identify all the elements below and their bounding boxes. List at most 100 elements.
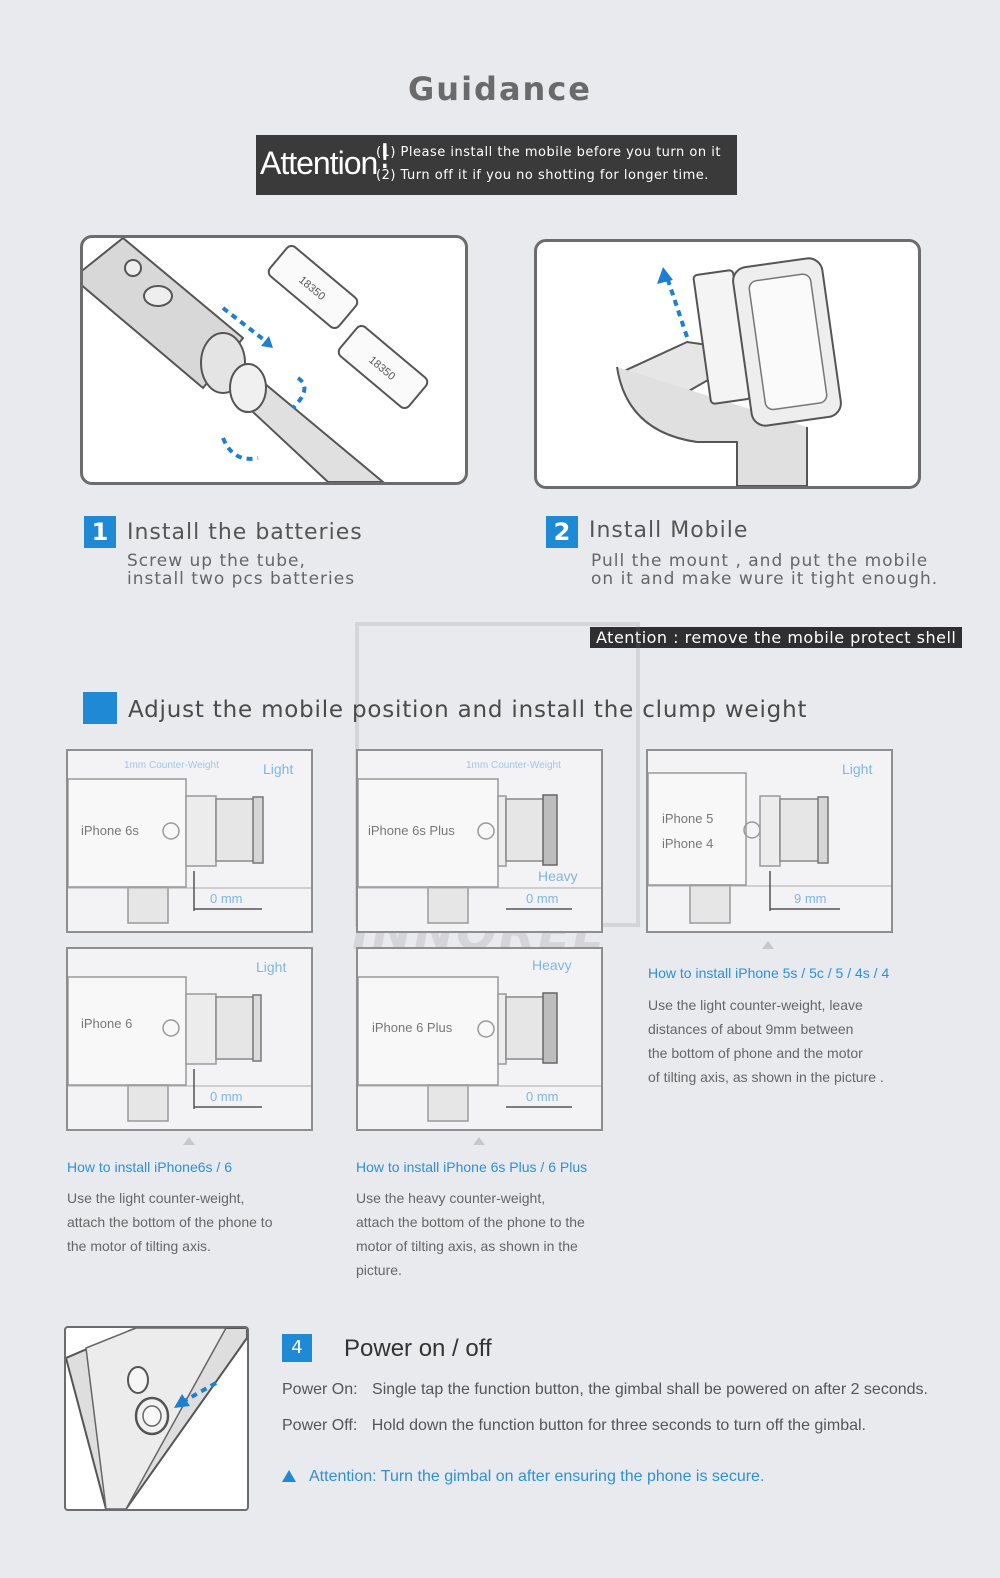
step-4-title: Power on / off — [344, 1335, 492, 1362]
battery-illustration: 18350 18350 — [83, 238, 429, 482]
caption-line: motor of tilting axis, as shown in the — [356, 1238, 578, 1254]
counter-weight-graphic — [252, 796, 264, 864]
mobile-illustration-panel — [534, 239, 921, 489]
step-1-title: Install the batteries — [127, 520, 363, 545]
battery-illustration-panel: 18350 18350 — [80, 235, 468, 485]
gimbal-handle-graphic — [83, 238, 385, 482]
motor-graphic — [505, 798, 547, 862]
phone-model-label: iPhone 6s — [81, 823, 139, 838]
weight-label: Heavy — [538, 868, 578, 884]
pull-arrow-line — [665, 276, 689, 338]
phone-model-label: iPhone 6 Plus — [372, 1020, 453, 1035]
power-off-text: Hold down the function button for three … — [371, 1417, 866, 1434]
distance-label: 0 mm — [526, 891, 559, 906]
press-arrow-line — [185, 1381, 217, 1402]
attention-line-2: (2) Turn off it if you no shotting for l… — [376, 168, 709, 183]
caption-iphone-6s-title: How to install iPhone6s / 6 — [67, 1159, 232, 1175]
step-2-title: Install Mobile — [589, 518, 749, 543]
caption-iphone-6s-plus-text: Use the heavy counter-weight, attach the… — [356, 1186, 585, 1282]
up-arrow-icon — [473, 1137, 485, 1145]
phone-body-graphic — [358, 778, 499, 888]
distance-label: 0 mm — [210, 1089, 243, 1104]
step-2-badge: 2 — [546, 516, 578, 548]
caption-line: attach the bottom of the phone to — [67, 1214, 273, 1230]
attention-exclamation: ! — [378, 137, 392, 177]
motor-graphic — [779, 798, 821, 862]
home-button-icon — [477, 1020, 495, 1038]
distance-label: 0 mm — [210, 891, 243, 906]
caption-line: Use the light counter-weight, — [67, 1190, 245, 1206]
caption-line: picture. — [356, 1262, 402, 1278]
attention-box: Attention ! (1) Please install the mobil… — [256, 135, 737, 195]
step-4-badge: 4 — [282, 1334, 312, 1362]
battery-1-graphic: 18350 — [267, 244, 359, 330]
caption-line: the bottom of phone and the motor — [648, 1045, 863, 1061]
rotate-arrow-icon — [221, 437, 259, 461]
up-arrow-icon — [183, 1137, 195, 1145]
power-on-row: Power On: Single tap the function button… — [282, 1381, 928, 1399]
counter-weight-label: 1mm Counter-Weight — [466, 760, 561, 771]
caption-iphone-5-title: How to install iPhone 5s / 5c / 5 / 4s /… — [648, 965, 890, 981]
page-title: Guidance — [408, 70, 592, 108]
screw-arrow-line — [291, 376, 307, 410]
motor-graphic — [505, 996, 547, 1060]
phone-model-label-1: iPhone 5 — [662, 811, 713, 826]
gimbal-mount-graphic — [616, 257, 842, 486]
home-button-icon — [162, 822, 180, 840]
phone-body-graphic — [68, 976, 187, 1086]
weight-label: Light — [256, 959, 286, 975]
home-button-icon — [477, 822, 495, 840]
insert-arrow-icon — [261, 336, 273, 348]
power-on-label: Power On: — [282, 1381, 358, 1398]
power-on-text: Single tap the function button, the gimb… — [372, 1381, 928, 1398]
insert-arrow-line — [221, 306, 270, 345]
small-button-icon — [127, 1366, 149, 1394]
caption-line: of tilting axis, as shown in the picture… — [648, 1069, 884, 1085]
power-off-label: Power Off: — [282, 1417, 358, 1434]
attention-line-1: (1) Please install the mobile before you… — [376, 145, 721, 160]
distance-label: 9 mm — [794, 891, 827, 906]
caption-line: Use the heavy counter-weight, — [356, 1190, 546, 1206]
section-3-title: Adjust the mobile position and install t… — [128, 697, 808, 723]
caption-line: Use the light counter-weight, leave — [648, 997, 863, 1013]
pull-arrow-icon — [657, 267, 673, 284]
diagram-iphone-5-4: iPhone 5 iPhone 4 Light 9 mm — [646, 749, 893, 933]
phone-model-label: iPhone 6s Plus — [368, 823, 455, 838]
counter-weight-graphic — [542, 992, 558, 1064]
distance-label: 0 mm — [526, 1089, 559, 1104]
diagram-iphone-6-plus: iPhone 6 Plus Heavy 0 mm — [356, 947, 603, 1131]
caption-iphone-6s-text: Use the light counter-weight, attach the… — [67, 1186, 272, 1258]
section-3-badge — [83, 692, 117, 724]
counter-weight-graphic — [252, 994, 262, 1062]
diagram-iphone-6: iPhone 6 Light 0 mm — [66, 947, 313, 1131]
step-1-badge: 1 — [84, 516, 116, 548]
step-1-description: Screw up the tube, install two pcs batte… — [127, 551, 356, 589]
power-off-row: Power Off: Hold down the function button… — [282, 1417, 866, 1435]
step-4-attention: Attention: Turn the gimbal on after ensu… — [309, 1468, 765, 1485]
motor-graphic — [215, 996, 257, 1060]
phone-body-graphic — [68, 778, 187, 888]
caption-line: distances of about 9mm between — [648, 1021, 854, 1037]
weight-label: Light — [263, 761, 293, 777]
home-button-icon — [162, 1019, 180, 1037]
counter-weight-graphic — [817, 796, 829, 864]
attention-word: Attention — [260, 145, 378, 181]
up-arrow-icon — [762, 941, 774, 949]
counter-weight-label: 1mm Counter-Weight — [124, 760, 219, 771]
phone-model-label-2: iPhone 4 — [662, 836, 713, 851]
power-illustration-panel — [64, 1326, 249, 1511]
caption-line: attach the bottom of the phone to the — [356, 1214, 585, 1230]
motor-graphic — [215, 798, 257, 862]
phone-body-graphic — [648, 772, 747, 886]
weight-label: Light — [842, 761, 872, 777]
caption-iphone-5-text: Use the light counter-weight, leave dist… — [648, 993, 884, 1089]
attention-triangle-icon — [282, 1470, 296, 1482]
phone-model-label: iPhone 6 — [81, 1016, 132, 1031]
diagram-iphone-6s: iPhone 6s 1mm Counter-Weight Light 0 mm — [66, 749, 313, 933]
press-arrow-icon — [174, 1394, 190, 1408]
mobile-illustration — [616, 257, 842, 486]
weight-label: Heavy — [532, 957, 572, 973]
step-2-description: Pull the mount , and put the mobile on i… — [591, 551, 939, 589]
diagram-iphone-6s-plus: iPhone 6s Plus 1mm Counter-Weight Heavy … — [356, 749, 603, 933]
caption-iphone-6s-plus-title: How to install iPhone 6s Plus / 6 Plus — [356, 1159, 588, 1175]
